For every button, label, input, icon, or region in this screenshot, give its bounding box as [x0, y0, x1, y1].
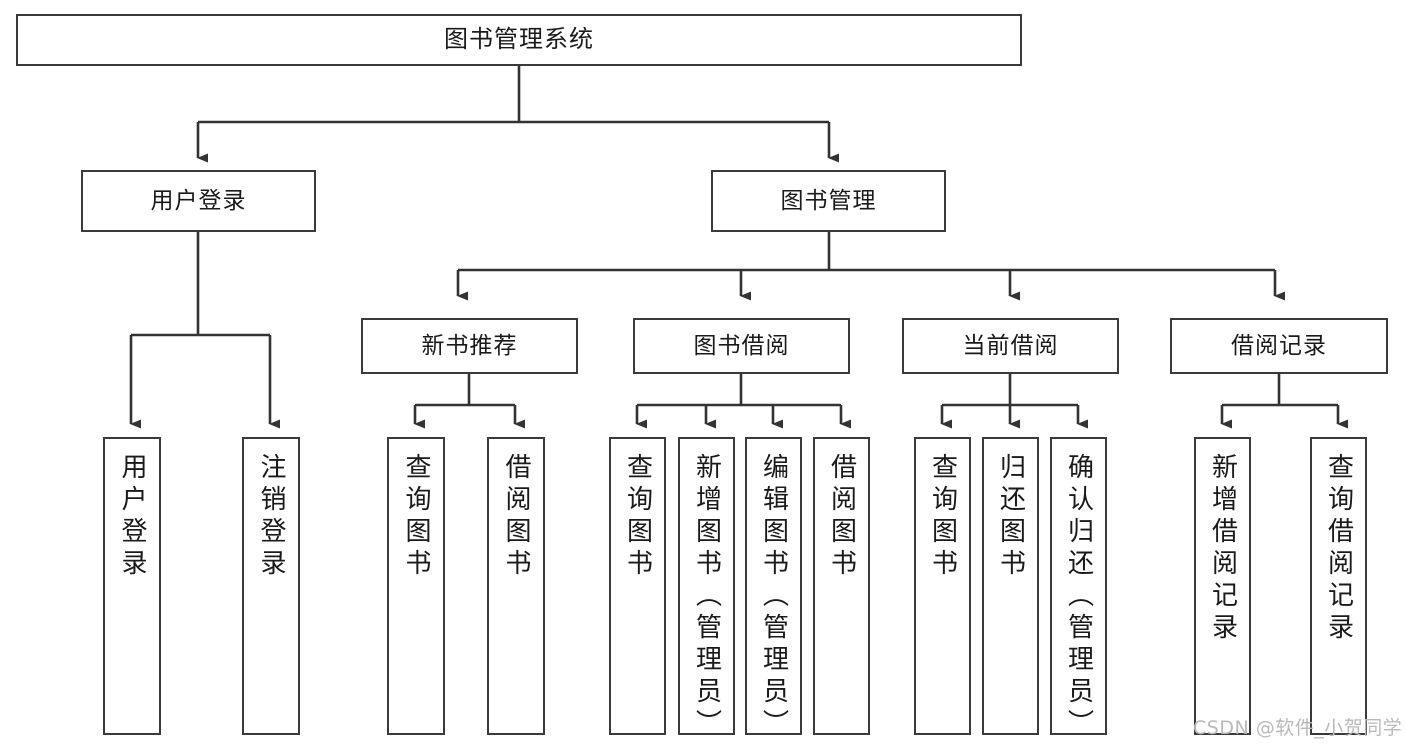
node-book-borrow[interactable]: 图书借阅 [633, 318, 850, 374]
leaf-current-borrow-2[interactable]: 确认归还（管理员） [1050, 437, 1107, 741]
node-label: 新书推荐 [421, 332, 518, 359]
node-borrow-record[interactable]: 借阅记录 [1170, 318, 1388, 374]
node-label: 图书管理 [780, 187, 877, 214]
node-label: 用户登录 [150, 187, 247, 214]
leaf-label: 新增借阅记录 [1207, 453, 1238, 645]
node-label: 图书借阅 [693, 332, 790, 359]
leaf-new-book-rec-1[interactable]: 借阅图书 [487, 437, 545, 735]
leaf-label: 查询图书 [927, 453, 958, 581]
leaf-current-borrow-0[interactable]: 查询图书 [914, 437, 971, 735]
leaf-book-borrow-1[interactable]: 新增图书（管理员） [678, 437, 735, 741]
leaf-label: 确认归还（管理员） [1063, 453, 1094, 741]
leaf-current-borrow-1[interactable]: 归还图书 [982, 437, 1039, 735]
leaf-new-book-rec-0[interactable]: 查询图书 [387, 437, 445, 735]
node-book-management[interactable]: 图书管理 [711, 170, 946, 232]
leaf-label: 查询借阅记录 [1323, 453, 1354, 645]
leaf-borrow-record-0[interactable]: 新增借阅记录 [1194, 437, 1251, 735]
leaf-user-login-0[interactable]: 用户登录 [103, 437, 161, 735]
leaf-label: 查询图书 [401, 453, 431, 581]
leaf-book-borrow-3[interactable]: 借阅图书 [813, 437, 870, 735]
node-label: 当前借阅 [962, 332, 1059, 359]
csdn-watermark: CSDN @软件_小贺同学 [1193, 717, 1403, 739]
leaf-user-login-1[interactable]: 注销登录 [242, 437, 300, 735]
node-label: 图书管理系统 [444, 25, 594, 54]
leaf-label: 借阅图书 [826, 453, 857, 581]
node-user-login[interactable]: 用户登录 [81, 170, 316, 232]
leaf-label: 用户登录 [117, 453, 147, 581]
node-label: 借阅记录 [1231, 332, 1327, 359]
leaf-borrow-record-1[interactable]: 查询借阅记录 [1310, 437, 1367, 735]
leaf-label: 借阅图书 [501, 453, 531, 581]
leaf-label: 归还图书 [995, 453, 1026, 581]
leaf-label: 编辑图书（管理员） [758, 453, 789, 741]
leaf-label: 新增图书（管理员） [691, 453, 722, 741]
node-current-borrow[interactable]: 当前借阅 [902, 318, 1119, 374]
node-new-book-recommendation[interactable]: 新书推荐 [361, 318, 578, 374]
leaf-book-borrow-0[interactable]: 查询图书 [609, 437, 666, 735]
leaf-label: 注销登录 [256, 453, 286, 581]
leaf-label: 查询图书 [622, 453, 653, 581]
leaf-book-borrow-2[interactable]: 编辑图书（管理员） [745, 437, 802, 741]
node-root-system[interactable]: 图书管理系统 [16, 14, 1022, 66]
